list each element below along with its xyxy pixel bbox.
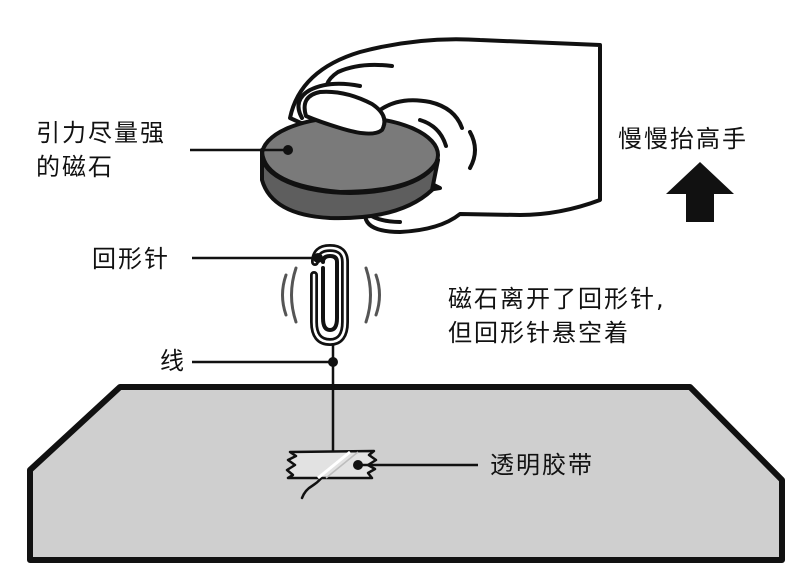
observation-line1: 磁石离开了回形针, <box>448 284 666 314</box>
arrow-up-icon <box>666 162 734 222</box>
magnet-label-line1: 引力尽量强 <box>36 118 166 148</box>
paperclip-label: 回形针 <box>92 244 170 274</box>
observation-line2: 但回形针悬空着 <box>448 318 630 348</box>
magnet-label-line2: 的磁石 <box>36 152 114 182</box>
thread-label: 线 <box>160 346 186 376</box>
tape-label: 透明胶带 <box>490 450 594 480</box>
motion-lines-icon <box>283 268 380 322</box>
table-surface <box>30 387 782 560</box>
lift-hand-label: 慢慢抬高手 <box>618 124 748 154</box>
